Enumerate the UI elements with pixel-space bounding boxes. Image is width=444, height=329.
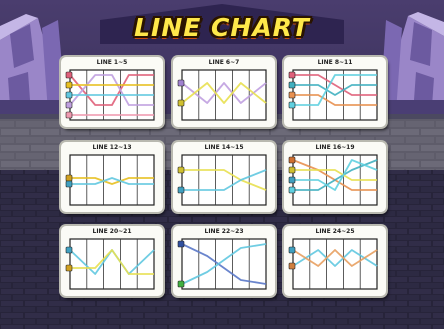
grid-frame (70, 239, 154, 289)
line-number-marker (289, 102, 295, 108)
reel-grid-diagram (173, 226, 275, 296)
reel-grid-diagram (61, 142, 163, 212)
line-number-marker (289, 187, 295, 193)
line-number-marker (66, 247, 72, 253)
line-number-marker (289, 263, 295, 269)
line-number-marker (289, 167, 295, 173)
line-card: LINE 6~7 (173, 57, 275, 127)
reel-grid-diagram (284, 57, 386, 127)
line-card: LINE 14~15 (173, 142, 275, 212)
line-number-marker (66, 92, 72, 98)
line-card: LINE 20~21 (61, 226, 163, 296)
line-card: LINE 24~25 (284, 226, 386, 296)
line-number-marker (289, 247, 295, 253)
grid-frame (70, 155, 154, 205)
line-number-marker (178, 100, 184, 106)
line-number-marker (289, 157, 295, 163)
line-card: LINE 8~11 (284, 57, 386, 127)
line-number-marker (178, 167, 184, 173)
line-number-marker (289, 177, 295, 183)
grid-frame (182, 70, 266, 120)
reel-grid-diagram (173, 57, 275, 127)
line-number-marker (289, 92, 295, 98)
grid-frame (293, 239, 377, 289)
line-number-marker (66, 265, 72, 271)
screen-title: LINE CHART (0, 13, 444, 42)
line-card: LINE 12~13 (61, 142, 163, 212)
line-number-marker (66, 112, 72, 118)
line-card: LINE 1~5 (61, 57, 163, 127)
reel-grid-diagram (284, 226, 386, 296)
line-number-marker (66, 72, 72, 78)
line-number-marker (289, 82, 295, 88)
reel-grid-diagram (61, 57, 163, 127)
grid-frame (182, 155, 266, 205)
line-card: LINE 16~19 (284, 142, 386, 212)
line-number-marker (66, 175, 72, 181)
line-number-marker (289, 72, 295, 78)
reel-grid-diagram (173, 142, 275, 212)
line-number-marker (178, 80, 184, 86)
line-number-marker (178, 241, 184, 247)
reel-grid-diagram (61, 226, 163, 296)
line-card: LINE 22~23 (173, 226, 275, 296)
reel-grid-diagram (284, 142, 386, 212)
line-number-marker (178, 281, 184, 287)
line-number-marker (66, 82, 72, 88)
line-number-marker (66, 181, 72, 187)
line-number-marker (66, 102, 72, 108)
line-number-marker (178, 187, 184, 193)
